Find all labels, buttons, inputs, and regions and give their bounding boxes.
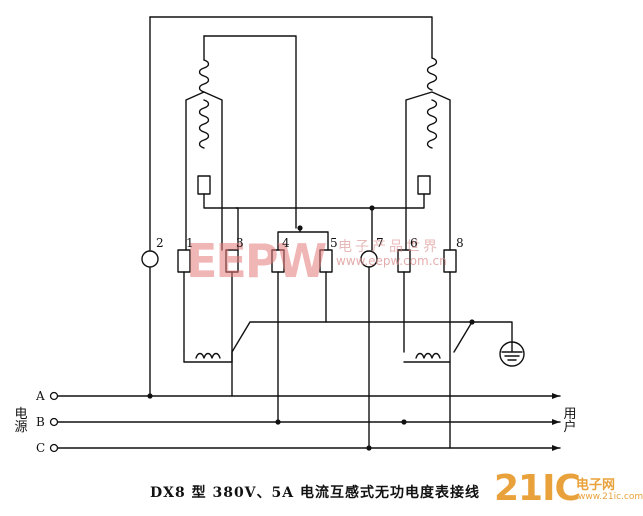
junction-dot-top	[297, 225, 303, 231]
ground-mark	[501, 341, 523, 361]
terminal-junction	[277, 227, 329, 251]
logo-url: www.21ic.com	[578, 492, 643, 502]
left-resistor	[197, 175, 211, 195]
left-voltage-coil	[198, 59, 210, 93]
logo-sub: 电子网	[576, 478, 616, 493]
left-coil-bracket	[185, 91, 223, 251]
junction-dot-c2	[401, 419, 407, 425]
left-ct-coil	[195, 352, 221, 359]
right-resistor-lead	[235, 193, 425, 209]
watermark-main: EEPW	[186, 234, 327, 288]
left-resistor-lead	[203, 193, 239, 251]
terminal-label-1: 1	[186, 236, 194, 250]
terminal-label-6: 6	[410, 236, 418, 250]
terminal-2-circle	[141, 250, 159, 268]
user-label-char-1: 用	[563, 407, 577, 422]
user-label-char-2: 户	[563, 420, 577, 435]
watermark-sub: 电子产品世界	[338, 239, 440, 255]
user-label: 用 户	[563, 408, 577, 434]
source-label-char-1: 电	[14, 407, 28, 422]
right-ct-coil	[415, 352, 441, 359]
watermark-url: www.eepw.com.cn	[336, 254, 447, 268]
left-current-coil	[198, 99, 210, 149]
right-coil-bracket	[405, 91, 451, 251]
arrow-a	[552, 393, 560, 399]
arrow-b	[552, 419, 560, 425]
junction-dot-a	[147, 393, 153, 399]
top-voltage-wire	[149, 16, 433, 59]
diagram-caption: DX8 型 380V、5A 电流互感式无功电度表接线	[149, 485, 481, 501]
terminal-label-5: 5	[330, 236, 338, 250]
right-voltage-coil	[426, 57, 438, 91]
terminal-label-3: 3	[236, 236, 244, 250]
right-current-coil	[426, 99, 438, 149]
junction-dot-b	[275, 419, 281, 425]
logo-main: 21IC	[494, 468, 581, 509]
wiring-diagram: EEPW 电子产品世界 www.eepw.com.cn 1 2 3 4 5 6 …	[14, 16, 643, 509]
line-label-b: B	[36, 415, 45, 429]
terminal-c-ring	[49, 443, 59, 453]
terminal-label-4: 4	[282, 236, 290, 250]
right-resistor	[417, 175, 431, 195]
terminal-b-ring	[49, 417, 59, 427]
junction-dot-c	[366, 445, 372, 451]
ground-bus	[231, 321, 513, 353]
line-label-a: A	[36, 389, 45, 403]
source-label: 电 源	[14, 408, 28, 434]
terminal-label-8: 8	[456, 236, 464, 250]
terminal-a-ring	[49, 391, 59, 401]
wiring-diagram-svg	[49, 16, 561, 453]
terminal-label-7: 7	[376, 236, 384, 250]
source-label-char-2: 源	[14, 420, 28, 435]
left-coil-feed-top	[203, 35, 297, 229]
arrow-c	[552, 445, 560, 451]
junction-dot-ground	[469, 319, 475, 325]
left-ct-bracket	[183, 351, 233, 363]
junction-dot-7	[369, 205, 375, 211]
line-label-c: C	[36, 441, 46, 455]
terminal-label-2: 2	[156, 236, 164, 250]
